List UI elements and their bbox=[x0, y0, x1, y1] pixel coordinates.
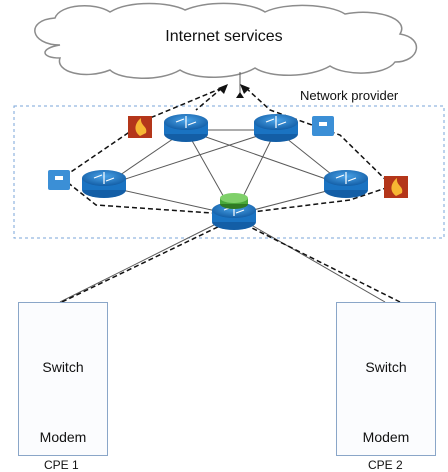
router-icon bbox=[82, 170, 126, 198]
modem-label: Modem bbox=[39, 429, 87, 445]
router-icon bbox=[324, 170, 368, 198]
router-icon bbox=[254, 114, 298, 142]
firewall-icon bbox=[384, 176, 408, 198]
provider-boundary bbox=[13, 105, 445, 239]
cpe-1-box: Switch Modem bbox=[18, 302, 108, 456]
cpe-1-name: CPE 1 bbox=[44, 458, 79, 472]
cloud-icon bbox=[34, 2, 418, 79]
core-router-icon bbox=[220, 193, 248, 209]
cpe-2-name: CPE 2 bbox=[368, 458, 403, 472]
modem-label: Modem bbox=[362, 429, 410, 445]
provider-label: Network provider bbox=[300, 88, 399, 103]
vpn-icon bbox=[312, 116, 334, 136]
switch-label: Switch bbox=[365, 359, 407, 375]
firewall-icon bbox=[128, 116, 152, 138]
switch-label: Switch bbox=[42, 359, 84, 375]
cloud-label: Internet services bbox=[165, 28, 283, 45]
cpe-2-box: Switch Modem bbox=[336, 302, 436, 456]
router-icon bbox=[164, 114, 208, 142]
arrow-heads bbox=[218, 84, 250, 98]
vpn-icon bbox=[48, 170, 70, 190]
